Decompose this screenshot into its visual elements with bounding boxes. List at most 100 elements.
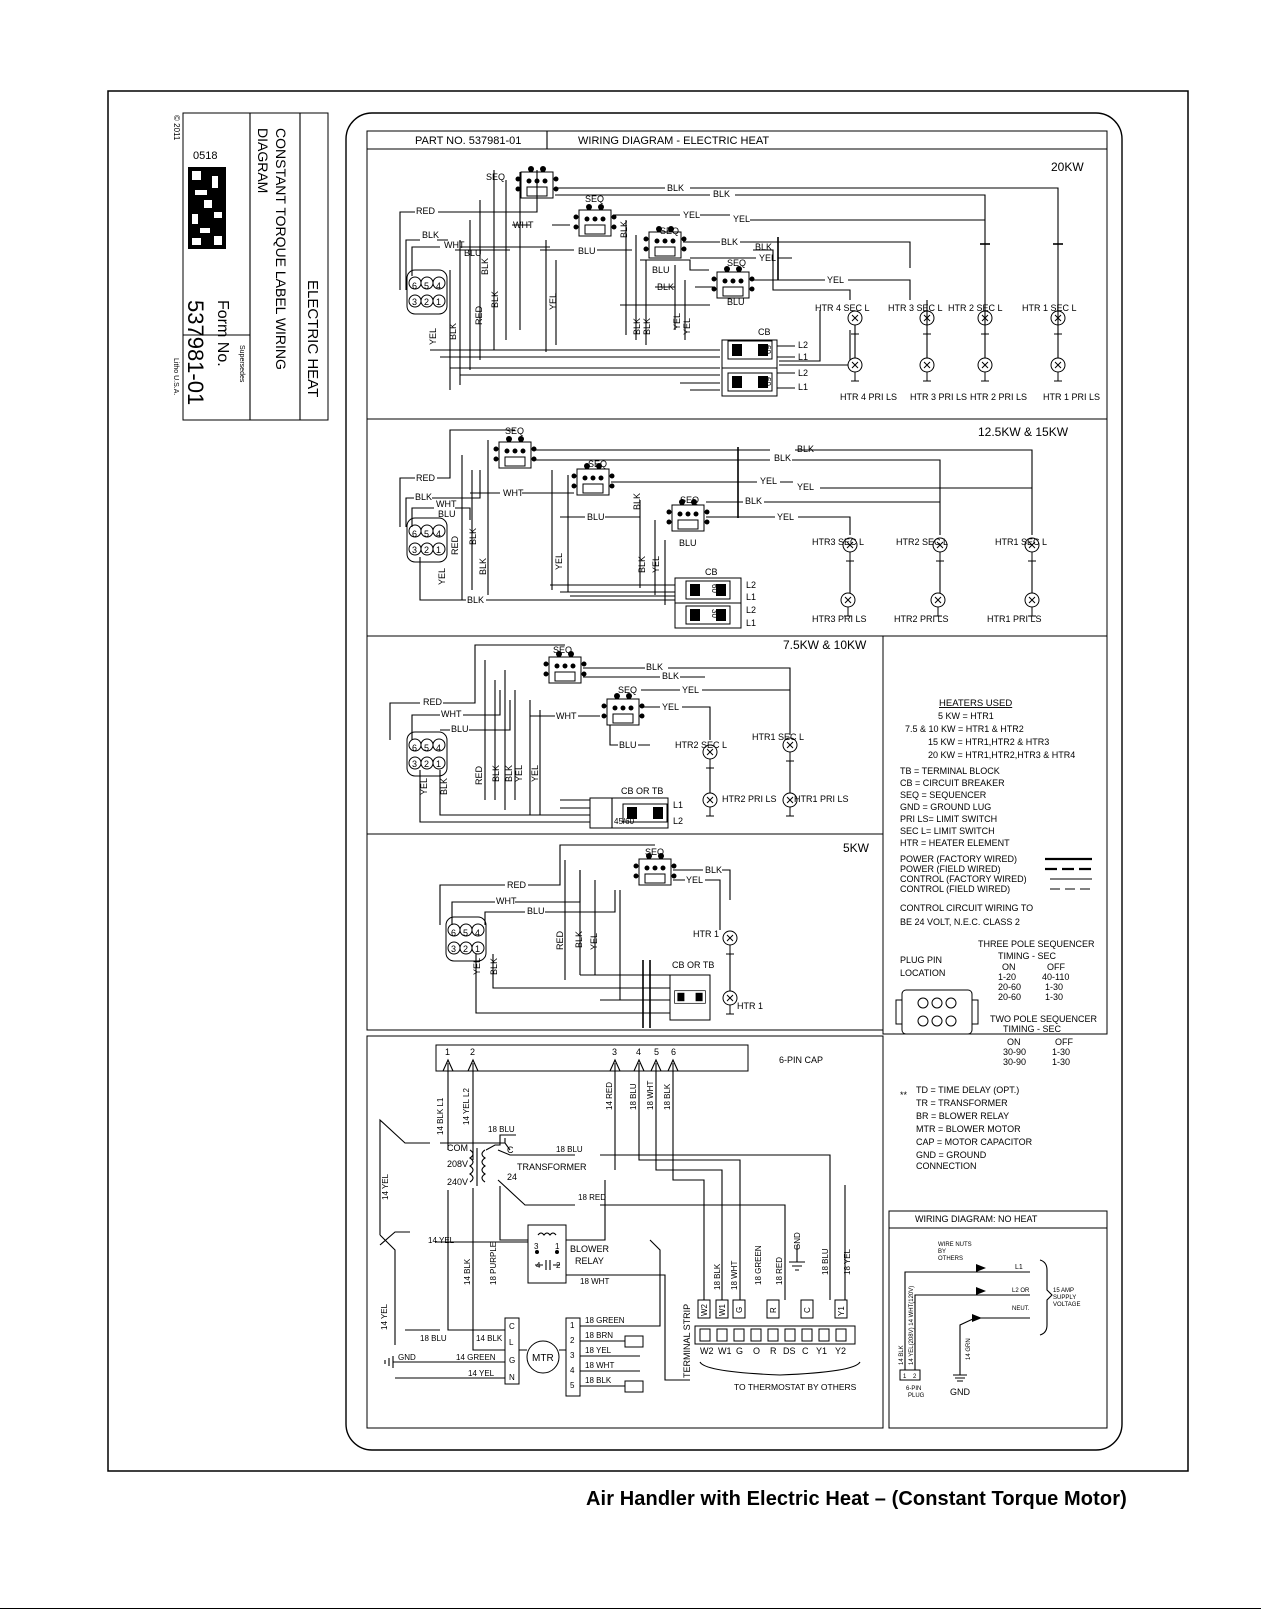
svg-text:CONTROL (FACTORY WIRED): CONTROL (FACTORY WIRED) [900,874,1027,884]
svg-text:YEL: YEL [683,210,700,220]
svg-text:RED: RED [474,765,484,785]
svg-text:14 GRN: 14 GRN [966,1338,972,1360]
svg-text:18 WHT: 18 WHT [646,1081,655,1110]
svg-text:3: 3 [534,1242,539,1251]
svg-text:R: R [769,1307,778,1313]
svg-text:6: 6 [451,928,456,938]
svg-text:1: 1 [475,944,480,954]
svg-text:Y2: Y2 [835,1346,846,1356]
svg-text:W2: W2 [700,1346,714,1356]
svg-text:L1: L1 [746,618,756,628]
svg-text:C: C [507,1145,514,1155]
svg-text:YEL: YEL [651,556,661,573]
speed-tap-block [565,1317,581,1397]
svg-text:1: 1 [555,1242,560,1251]
svg-text:BLK: BLK [705,865,722,875]
svg-text:GND: GND [793,1232,802,1250]
svg-text:TWO POLE SEQUENCER: TWO POLE SEQUENCER [990,1014,1098,1024]
svg-text:40-110: 40-110 [1042,972,1069,982]
svg-text:SEQ: SEQ [585,194,604,204]
svg-text:BLK: BLK [755,242,772,252]
side-subtitle-line2: DIAGRAM [255,128,271,193]
svg-text:L2: L2 [746,605,756,615]
svg-text:SUPPLY: SUPPLY [1053,1295,1076,1301]
svg-text:YEL: YEL [682,318,692,335]
svg-text:18 WHT: 18 WHT [730,1261,739,1290]
svg-text:2: 2 [570,1336,575,1345]
svg-text:2: 2 [463,944,468,954]
svg-text:2: 2 [424,545,429,555]
terminal-tabs [697,1299,848,1319]
svg-text:ON: ON [1002,962,1016,972]
svg-text:RED: RED [555,930,565,950]
svg-text:3: 3 [570,1351,575,1360]
form-number: 537981-01 [183,300,208,405]
svg-text:7.5 & 10 KW = HTR1 & HTR2: 7.5 & 10 KW = HTR1 & HTR2 [905,724,1024,734]
heaters-used-title: HEATERS USED [939,698,1012,709]
svg-text:BLK: BLK [721,237,738,247]
svg-text:L1: L1 [746,592,756,602]
svg-text:WHT: WHT [513,220,534,230]
svg-text:1-30: 1-30 [1045,982,1063,992]
svg-text:BLU: BLU [619,740,637,750]
svg-text:YEL: YEL [428,328,438,345]
svg-text:5: 5 [463,928,468,938]
svg-text:1: 1 [436,759,441,769]
svg-text:OTHERS: OTHERS [938,1256,963,1262]
svg-text:RED: RED [423,697,443,707]
part-number: PART NO. 537981-01 [415,135,521,147]
svg-text:ON: ON [1007,1037,1021,1047]
transformer-icon [469,1148,486,1186]
svg-text:1-30: 1-30 [1052,1047,1070,1057]
panel-control [366,1035,884,1429]
svg-text:W1: W1 [718,1303,727,1316]
svg-text:CB: CB [705,567,718,577]
svg-text:WIRE NUTS: WIRE NUTS [938,1242,972,1248]
svg-text:14 BLK: 14 BLK [476,1334,503,1343]
svg-text:SEQ: SEQ [680,495,699,505]
svg-text:CAP = MOTOR CAPACITOR: CAP = MOTOR CAPACITOR [916,1137,1033,1147]
svg-text:YEL: YEL [682,685,699,695]
svg-text:HTR 1: HTR 1 [737,1001,763,1011]
svg-text:RED: RED [416,473,436,483]
svg-text:CONNECTION: CONNECTION [916,1161,977,1171]
svg-text:GND: GND [398,1353,416,1362]
svg-text:18 PURPLE: 18 PURPLE [489,1242,498,1285]
svg-text:SEQ: SEQ [660,226,679,236]
svg-text:YEL: YEL [686,875,703,885]
svg-text:HTR 4 PRI LS: HTR 4 PRI LS [840,392,897,402]
svg-text:14 YEL L2: 14 YEL L2 [462,1088,471,1125]
svg-text:BLK: BLK [478,558,488,575]
svg-text:4: 4 [436,281,441,291]
svg-text:18 BLK: 18 BLK [713,1263,722,1290]
svg-text:BLK: BLK [504,765,514,782]
svg-text:3: 3 [612,1047,617,1057]
svg-text:HTR 3 SEC L: HTR 3 SEC L [888,303,943,313]
svg-text:BLK: BLK [467,595,484,605]
svg-text:SEQ = SEQUENCER: SEQ = SEQUENCER [900,790,987,800]
panel-no-heat [888,1210,1108,1429]
svg-text:14 YEL: 14 YEL [380,1303,389,1330]
svg-text:L1: L1 [798,352,808,362]
sequencer-4 [711,265,755,299]
svg-text:HTR2 PRI LS: HTR2 PRI LS [894,614,949,624]
svg-text:CB OR TB: CB OR TB [621,786,663,796]
svg-text:60: 60 [710,584,719,593]
svg-text:MTR = BLOWER MOTOR: MTR = BLOWER MOTOR [916,1124,1021,1134]
svg-text:BY: BY [938,1249,946,1255]
motor-terminal-block [504,1317,520,1385]
svg-text:18 BLU: 18 BLU [556,1145,583,1154]
svg-text:18 WHT: 18 WHT [585,1361,614,1370]
svg-text:HTR 2 SEC L: HTR 2 SEC L [948,303,1003,313]
svg-text:30: 30 [710,609,719,618]
svg-text:20 KW = HTR1,HTR2,HTR3 & HTR4: 20 KW = HTR1,HTR2,HTR3 & HTR4 [928,750,1075,760]
svg-text:YEL: YEL [514,765,524,782]
qr-code-icon [188,167,226,249]
svg-text:4: 4 [570,1366,575,1375]
svg-text:BLU: BLU [679,538,697,548]
svg-text:WHT: WHT [503,488,524,498]
svg-text:HTR 1: HTR 1 [693,929,719,939]
side-subtitle-line1: CONSTANT TORQUE LABEL WIRING [273,128,289,370]
svg-text:N: N [509,1373,515,1382]
svg-text:TD = TIME DELAY (OPT.): TD = TIME DELAY (OPT.) [916,1085,1019,1095]
